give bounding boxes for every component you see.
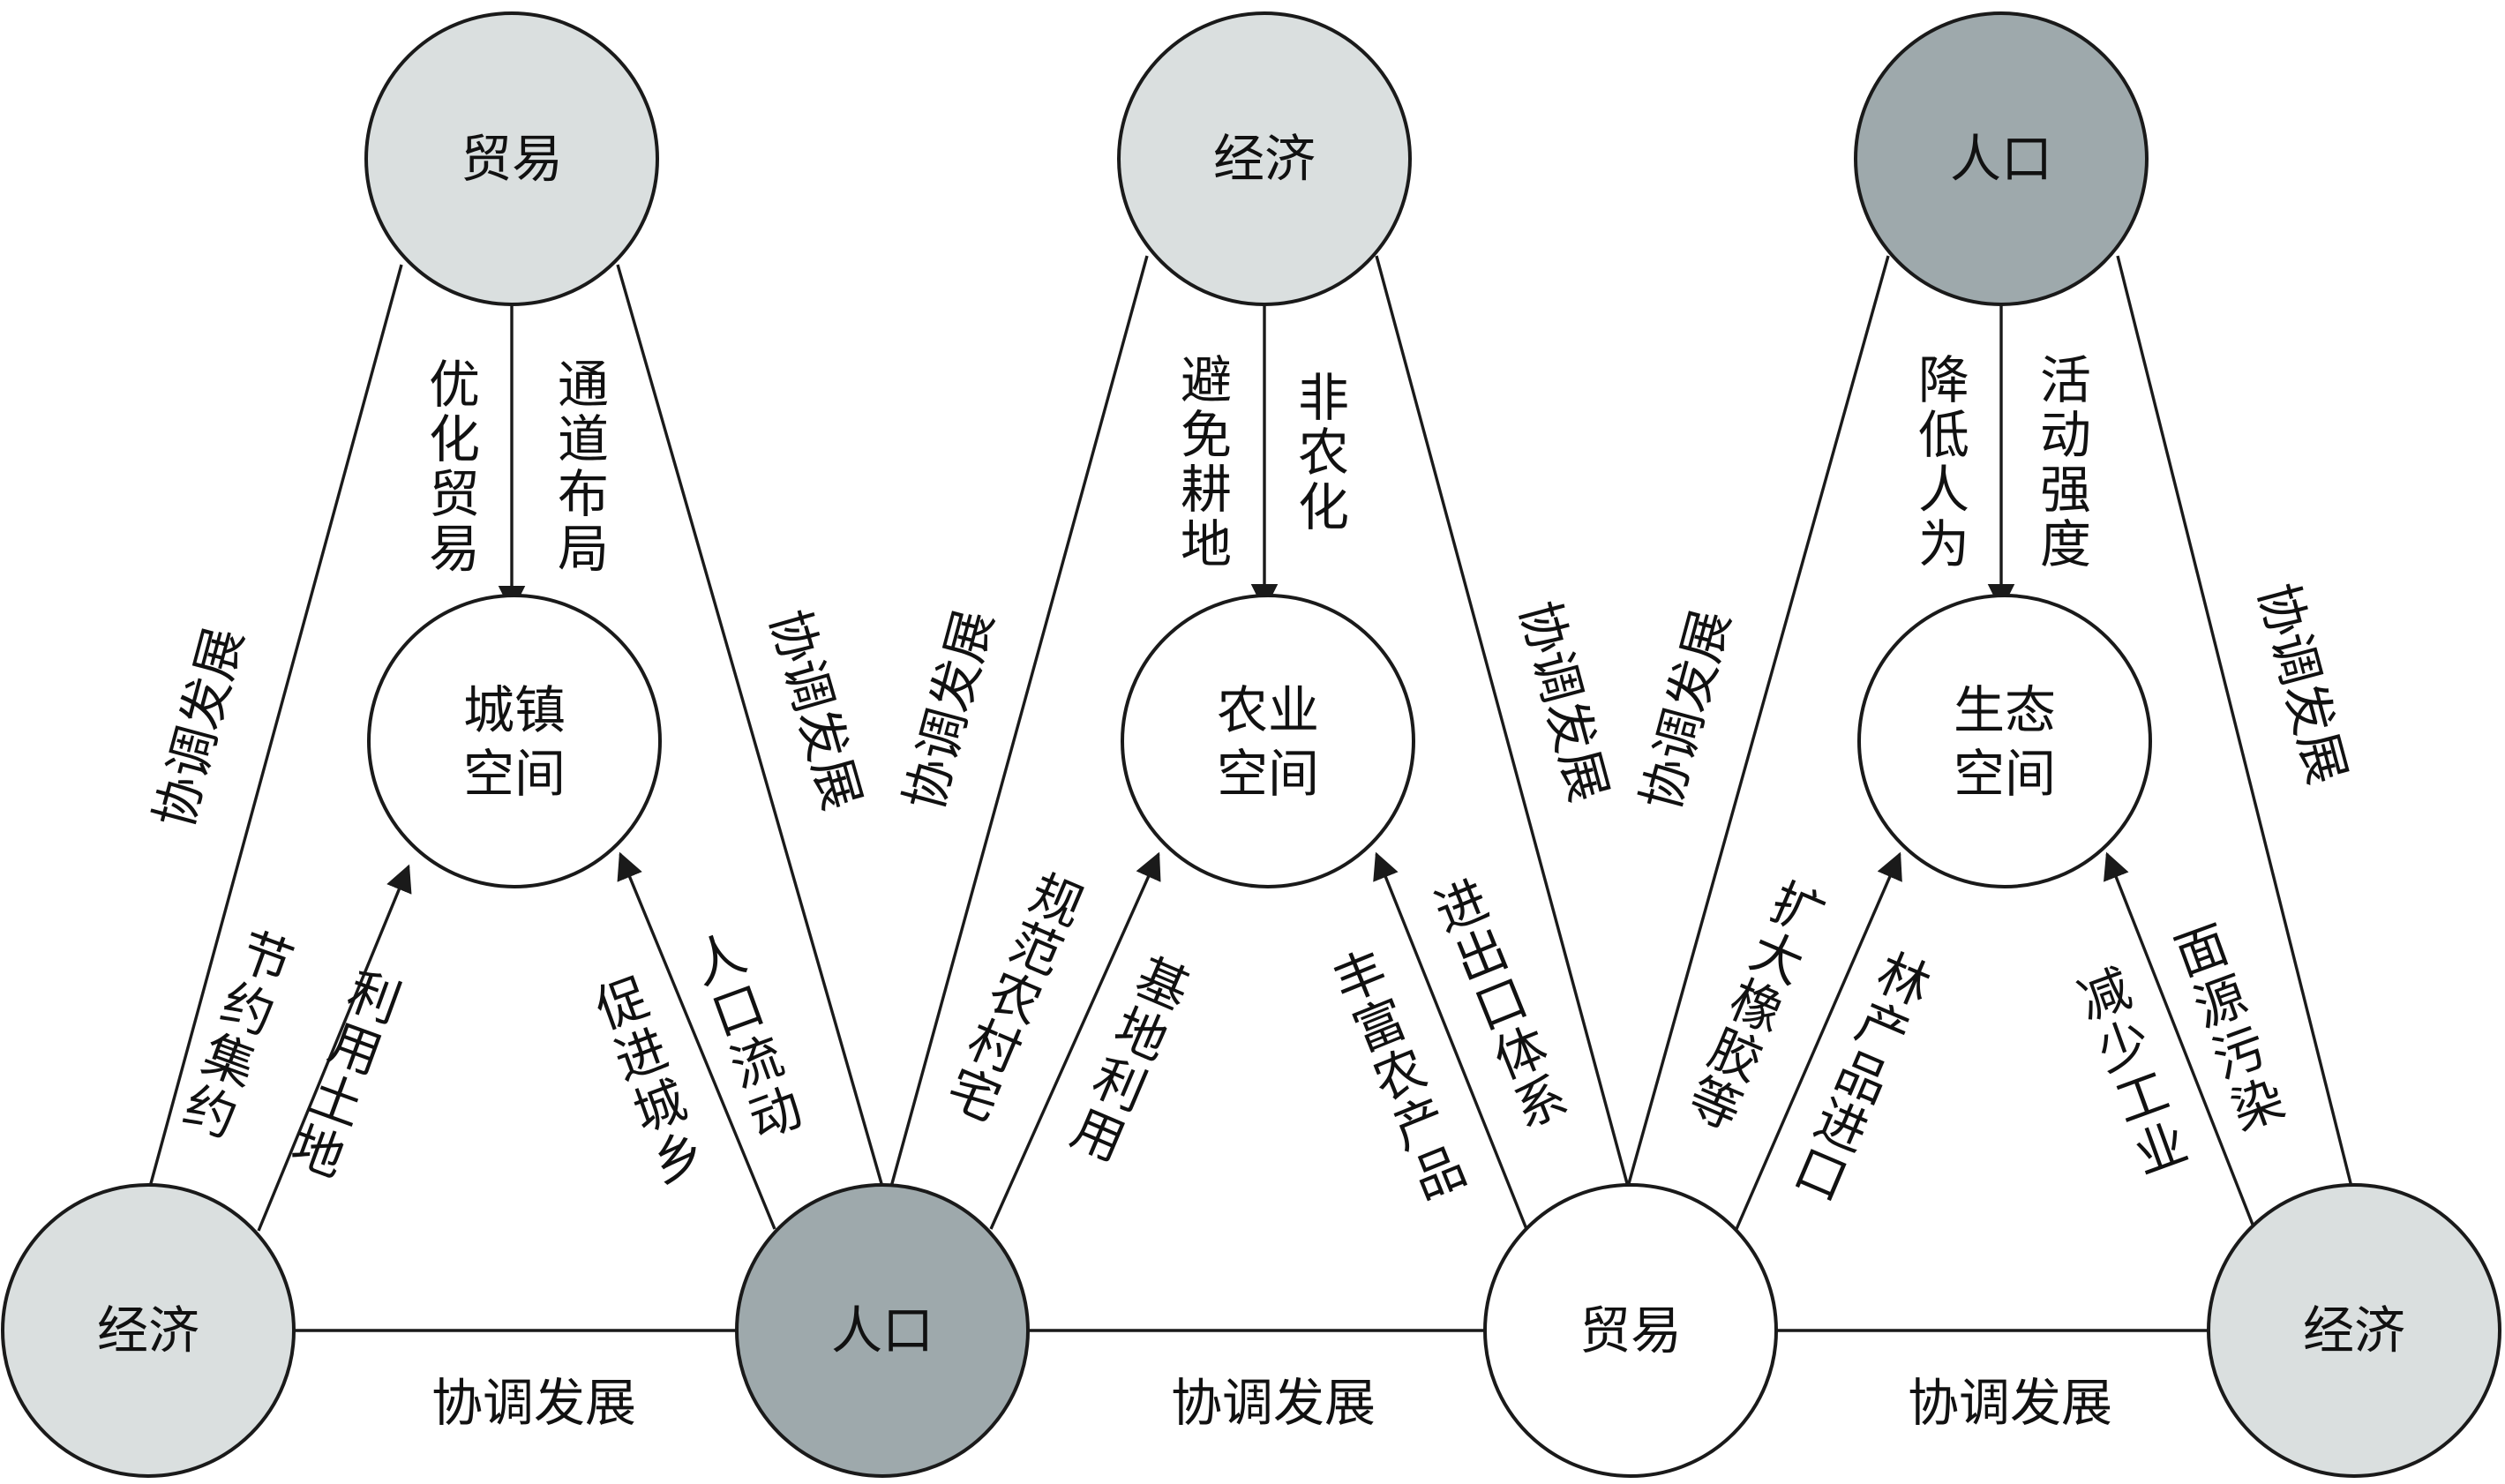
node-bottom-trade: [1483, 1183, 1778, 1478]
arrow-label-t2-right-a: 丰富农产品: [1317, 941, 1472, 1210]
label-top-trade: 贸易: [461, 129, 563, 189]
arrow-t3-left: [1735, 851, 1902, 1230]
node-bottom-economy-left: [1, 1183, 296, 1478]
slanted-arrow-labels: 节约集约 利用土地 促进城乡 人口流动 规范农村宅 基地利用 丰富农产品 进出口…: [169, 862, 2291, 1210]
coord-label-bottom-1: 协调发展: [431, 1373, 636, 1433]
arrow-t3-right: [2104, 851, 2256, 1230]
edge-t3-right: [2116, 255, 2353, 1188]
arrow-t1-right: [617, 851, 776, 1230]
arrow-label-t2-top-b: 非农化: [1289, 371, 1349, 535]
arrow-label-t2-left-a: 规范农村宅: [932, 862, 1091, 1129]
node-eco-space: [1857, 594, 2152, 888]
label-top-economy: 经济: [1213, 129, 1316, 189]
label-agri-line2: 空间: [1217, 744, 1319, 804]
edges: [148, 255, 2353, 1332]
coord-label-t1-right: 协调发展: [759, 603, 873, 817]
coord-label-bottom-3: 协调发展: [1908, 1373, 2112, 1433]
label-bottom-economy-right: 经济: [2303, 1300, 2405, 1360]
label-bottom-population: 人口: [831, 1300, 934, 1360]
coord-label-t1-left: 协调发展: [144, 621, 255, 835]
edge-t2-left: [889, 255, 1149, 1188]
label-bottom-economy-left: 经济: [97, 1300, 199, 1360]
edge-t1-right: [616, 264, 884, 1188]
arrow-label-t2-right-b: 进出口体系: [1419, 871, 1573, 1139]
node-top-trade: [364, 11, 659, 306]
arrow-label-t3-right-a: 减少工业: [2063, 960, 2194, 1186]
coord-label-t3-right: 协调发展: [2246, 577, 2358, 791]
label-eco-line1: 生态: [1954, 680, 2056, 740]
arrow-label-t3-right-b: 面源污染: [2160, 916, 2291, 1142]
label-bottom-trade: 贸易: [1579, 1300, 1682, 1360]
arrow-label-t2-top-a: 避免耕地: [1172, 353, 1232, 572]
arrow-label-t1-right-a: 促进城乡: [581, 969, 712, 1195]
arrow-label-t3-top-b: 活动强度: [2031, 353, 2091, 572]
node-agri-space: [1121, 594, 1415, 888]
label-agri-line1: 农业: [1217, 680, 1319, 740]
arrows: [257, 296, 2256, 1232]
edge-t2-right: [1375, 255, 1630, 1188]
arrow-t2-right: [1373, 851, 1528, 1230]
node-bottom-population: [735, 1183, 1030, 1478]
arrow-label-t3-top-a: 降低人为: [1909, 353, 1969, 572]
node-labels: 贸易 经济 人口 城镇 空间 农业 空间 生态 空间 经济 人口 贸易 经济: [97, 129, 2405, 1360]
nodes: [1, 11, 2501, 1478]
node-top-population: [1854, 11, 2149, 306]
arrow-label-t1-left-b: 利用土地: [276, 960, 408, 1186]
coord-label-t2-right: 协调发展: [1508, 595, 1619, 808]
arrow-t2-left: [989, 851, 1161, 1230]
top-arrow-labels: 优化贸易 通道布局 避免耕地 非农化 降低人为 活动强度: [420, 353, 2091, 576]
node-town-space: [367, 594, 662, 888]
coord-label-t3-left: 协调发展: [1631, 603, 1742, 817]
coord-label-bottom-2: 协调发展: [1171, 1373, 1376, 1433]
label-eco-line2: 空间: [1954, 744, 2056, 804]
arrow-label-t1-left-a: 节约集约: [169, 920, 300, 1146]
arrow-label-t1-top-a: 优化贸易: [420, 357, 480, 576]
arrow-label-t3-left-a: 扩大橡胶等: [1673, 871, 1832, 1138]
node-bottom-economy-right: [2207, 1183, 2501, 1478]
label-town-line1: 城镇: [463, 680, 566, 740]
coord-label-t2-left: 协调发展: [894, 603, 1005, 817]
arrow-t1-left: [257, 864, 412, 1232]
edge-t3-left: [1626, 255, 1890, 1188]
arrow-label-t1-top-b: 通道布局: [549, 357, 609, 576]
node-top-economy: [1117, 11, 1412, 306]
arrow-label-t2-left-b: 基地利用: [1056, 946, 1196, 1171]
label-top-population: 人口: [1950, 129, 2052, 189]
edge-t1-left: [148, 264, 403, 1188]
bottom-coord-labels: 协调发展 协调发展 协调发展: [431, 1373, 2112, 1433]
label-town-line2: 空间: [463, 744, 566, 804]
